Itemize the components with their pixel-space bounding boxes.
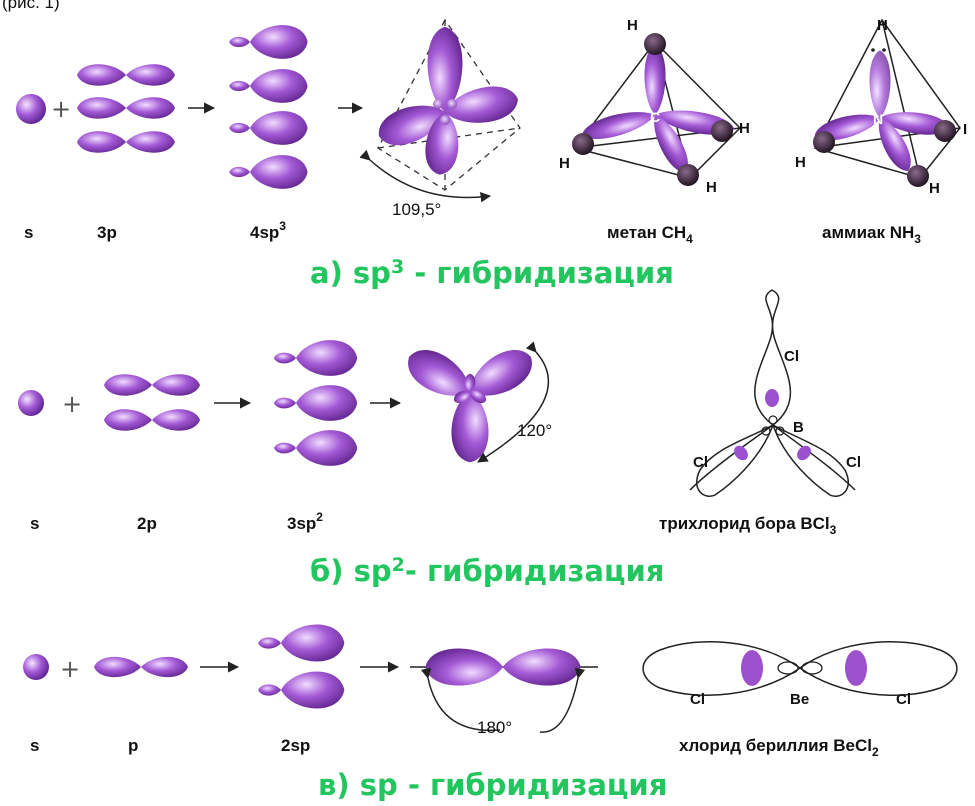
atom-label: H xyxy=(739,120,750,137)
sp3-orbital xyxy=(229,111,307,145)
molecule-label: аммиак NH3 xyxy=(822,223,921,246)
p-orbital xyxy=(104,374,200,395)
atom-label: Cl xyxy=(690,691,705,708)
orbital-label: p xyxy=(128,736,138,755)
atom-label: Cl xyxy=(784,348,799,365)
sp2-orbital xyxy=(274,385,357,421)
molecule-label: метан CH4 xyxy=(607,223,693,246)
section-title: а) sp3 - гибридизация xyxy=(310,256,674,290)
sp3-orbital xyxy=(229,25,307,59)
plus-sign: + xyxy=(51,95,71,123)
sp3-orbital xyxy=(229,155,307,189)
sp-orbital xyxy=(258,671,344,708)
orbital-label: 4sp3 xyxy=(250,219,286,242)
bcl3-molecule: Cl B Cl Cl xyxy=(690,290,861,496)
header-fragment: (рис. 1) xyxy=(2,0,60,12)
atom-label: N xyxy=(873,111,883,127)
s-orbital xyxy=(23,654,49,680)
atom-label: Cl xyxy=(896,691,911,708)
orbital-label: s xyxy=(30,736,39,755)
section-sp3: + 109,5° xyxy=(16,17,967,290)
section-sp: + 180° Cl Be Cl s p 2sp хлорид xyxy=(23,624,957,802)
angle-label: 180° xyxy=(477,718,512,737)
angle-label: 109,5° xyxy=(392,200,441,219)
sp-orbital xyxy=(258,624,344,661)
section-title: в) sp - гибридизация xyxy=(318,768,667,802)
atom-label: H xyxy=(929,180,940,197)
atom-label: Cl xyxy=(846,454,861,471)
sp2-orbital xyxy=(274,430,357,466)
plus-sign: + xyxy=(60,655,80,683)
orbital-label: 3p xyxy=(97,223,117,242)
atom-label: Cl xyxy=(693,454,708,471)
becl2-molecule: Cl Be Cl xyxy=(643,642,957,708)
tetrahedral-orbitals: 109,5° xyxy=(370,20,521,219)
orbital-label: 3sp2 xyxy=(287,510,323,533)
atom-label: H xyxy=(627,17,638,34)
section-sp2: + 120° xyxy=(18,290,861,588)
linear-orbitals: 180° xyxy=(410,648,598,737)
ammonia-molecule: N H H H I xyxy=(795,17,967,197)
molecule-label: хлорид бериллия BeCl2 xyxy=(679,736,879,759)
orbital-label: 2sp xyxy=(281,736,310,755)
methane-molecule: C H H H H xyxy=(559,17,750,196)
trigonal-orbitals: 120° xyxy=(400,341,552,463)
s-orbital xyxy=(18,390,44,416)
atom-label: H xyxy=(877,17,888,34)
orbital-label: 2p xyxy=(137,514,157,533)
sp2-orbital xyxy=(274,340,357,376)
s-orbital xyxy=(16,94,46,124)
p-orbital xyxy=(77,131,175,152)
p-orbital xyxy=(94,657,188,677)
p-orbital xyxy=(77,97,175,118)
orbital-label: s xyxy=(30,514,39,533)
sp3-orbital xyxy=(229,69,307,103)
angle-label: 120° xyxy=(517,421,552,440)
orbital-label: s xyxy=(24,223,33,242)
p-orbital xyxy=(104,409,200,430)
plus-sign: + xyxy=(62,390,82,418)
atom-label: C xyxy=(650,109,660,125)
section-title: б) sp2- гибридизация xyxy=(310,554,664,588)
atom-label: H xyxy=(795,154,806,171)
atom-label: H xyxy=(706,179,717,196)
p-orbital xyxy=(77,64,175,85)
atom-label: I xyxy=(963,121,967,138)
molecule-label: трихлорид бора BCl3 xyxy=(659,514,837,537)
atom-label: H xyxy=(559,155,570,172)
atom-label: Be xyxy=(790,691,809,708)
atom-label: B xyxy=(793,419,804,436)
